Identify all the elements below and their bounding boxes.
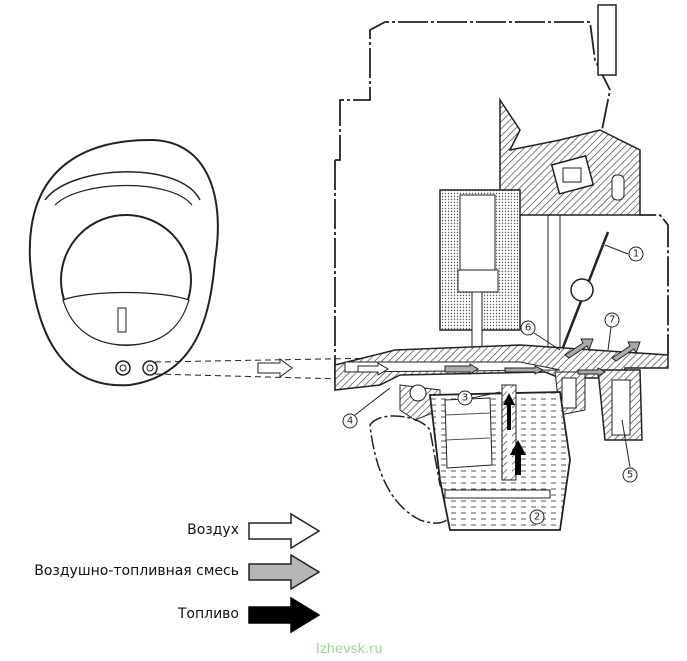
- air-flow-arrow: [257, 358, 293, 378]
- legend-air-label: Воздух: [187, 522, 239, 538]
- callout-7-label: 7: [609, 315, 615, 326]
- callout-4: 4: [342, 387, 391, 429]
- callout-1-label: 1: [633, 249, 639, 260]
- callout-6-label: 6: [525, 323, 531, 334]
- callout-2-label: 2: [534, 512, 540, 523]
- callout-3: 3: [457, 390, 501, 406]
- legend-mixture-label: Воздушно-топливная смесь: [34, 563, 239, 579]
- callout-2: 2: [529, 509, 545, 525]
- legend-air-arrow: [248, 512, 321, 550]
- watermark: Izhevsk.ru: [316, 642, 383, 657]
- legend-fuel-label: Топливо: [177, 606, 239, 622]
- callout-1: 1: [604, 244, 644, 262]
- callout-3-label: 3: [462, 393, 468, 404]
- legend-fuel-arrow: [248, 596, 321, 634]
- callout-7: 7: [604, 312, 620, 351]
- carburetor-passages: [334, 344, 669, 441]
- legend-mixture-arrow: [248, 553, 321, 591]
- air-filter-housing: [28, 138, 219, 387]
- callout-4-label: 4: [347, 416, 353, 427]
- callout-5-label: 5: [627, 470, 633, 481]
- callout-6: 6: [520, 320, 561, 351]
- callout-5: 5: [621, 419, 638, 483]
- flow-arrows: [357, 338, 641, 475]
- air-path-lines: [154, 357, 381, 381]
- carburetor-body: [334, 4, 669, 390]
- float-chamber: [369, 384, 571, 531]
